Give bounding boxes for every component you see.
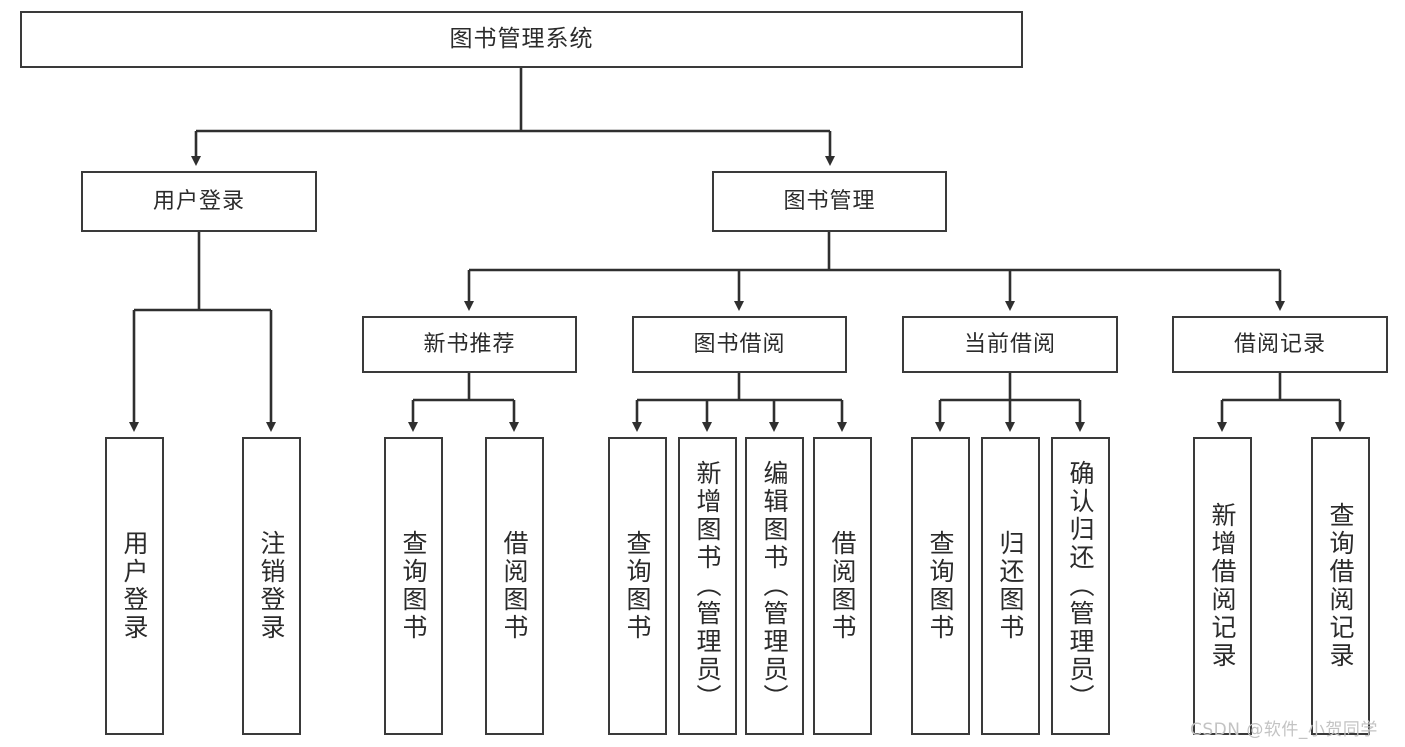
leaf-borrow-record-1[interactable]: 新增借阅记录 — [1193, 437, 1252, 735]
node-borrow-record-label: 借阅记录 — [1233, 331, 1326, 357]
node-root-system[interactable]: 图书管理系统 — [20, 11, 1023, 68]
node-book-borrow-label: 图书借阅 — [693, 331, 786, 357]
node-borrow-record[interactable]: 借阅记录 — [1172, 316, 1388, 373]
leaf-current-borrow-2[interactable]: 归还图书 — [981, 437, 1040, 735]
leaf-borrow-record-2-label: 查询借阅记录 — [1326, 502, 1355, 670]
node-current-borrow[interactable]: 当前借阅 — [902, 316, 1118, 373]
leaf-book-borrow-1[interactable]: 查询图书 — [608, 437, 667, 735]
leaf-current-borrow-3-label: 确认归还（管理员） — [1066, 460, 1095, 712]
leaf-book-borrow-2[interactable]: 新增图书（管理员） — [678, 437, 737, 735]
leaf-new-book-2-label: 借阅图书 — [500, 530, 529, 642]
leaf-current-borrow-2-label: 归还图书 — [996, 530, 1025, 642]
leaf-current-borrow-1-label: 查询图书 — [926, 530, 955, 642]
leaf-new-book-1-label: 查询图书 — [399, 530, 428, 642]
leaf-current-borrow-3[interactable]: 确认归还（管理员） — [1051, 437, 1110, 735]
node-new-book-recommend[interactable]: 新书推荐 — [362, 316, 577, 373]
leaf-book-borrow-4-label: 借阅图书 — [828, 530, 857, 642]
node-book-management[interactable]: 图书管理 — [712, 171, 947, 232]
node-user-login-label: 用户登录 — [152, 188, 245, 214]
leaf-book-borrow-4[interactable]: 借阅图书 — [813, 437, 872, 735]
leaf-user-login-1-label: 用户登录 — [120, 530, 149, 642]
node-book-management-label: 图书管理 — [783, 188, 876, 214]
leaf-user-login-1[interactable]: 用户登录 — [105, 437, 164, 735]
leaf-borrow-record-2[interactable]: 查询借阅记录 — [1311, 437, 1370, 735]
node-new-book-recommend-label: 新书推荐 — [423, 331, 516, 357]
node-current-borrow-label: 当前借阅 — [963, 331, 1056, 357]
leaf-user-login-2[interactable]: 注销登录 — [242, 437, 301, 735]
leaf-user-login-2-label: 注销登录 — [257, 530, 286, 642]
leaf-book-borrow-3-label: 编辑图书（管理员） — [760, 460, 789, 712]
leaf-current-borrow-1[interactable]: 查询图书 — [911, 437, 970, 735]
leaf-new-book-2[interactable]: 借阅图书 — [485, 437, 544, 735]
node-root-system-label: 图书管理系统 — [449, 26, 594, 53]
leaf-new-book-1[interactable]: 查询图书 — [384, 437, 443, 735]
leaf-borrow-record-1-label: 新增借阅记录 — [1208, 502, 1237, 670]
node-user-login[interactable]: 用户登录 — [81, 171, 317, 232]
node-book-borrow[interactable]: 图书借阅 — [632, 316, 847, 373]
leaf-book-borrow-2-label: 新增图书（管理员） — [693, 460, 722, 712]
leaf-book-borrow-1-label: 查询图书 — [623, 530, 652, 642]
leaf-book-borrow-3[interactable]: 编辑图书（管理员） — [745, 437, 804, 735]
